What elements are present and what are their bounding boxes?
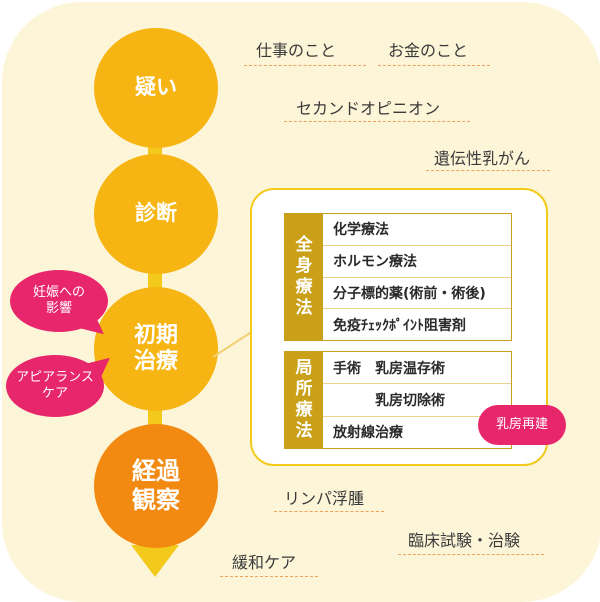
- concern-money-underline: [378, 65, 490, 66]
- concern-hereditary-underline: [426, 170, 550, 171]
- local-therapy-label: 局 所 療 法: [285, 352, 323, 448]
- therapy-chemotherapy: 化学療法: [333, 222, 389, 239]
- concern-second-opinion: セカンドオピニオン: [296, 99, 441, 118]
- therapy-surgery-conserving: 手術 乳房温存術: [333, 360, 445, 377]
- systemic-therapy-label: 全 身 療 法: [285, 214, 323, 340]
- stage-follow-up: 経過 観察: [94, 424, 218, 548]
- bubble-breast-reconstruction: 乳房再建: [478, 405, 566, 445]
- concern-work-underline: [244, 65, 366, 66]
- concern-palliative-underline: [220, 576, 318, 577]
- concern-clinical-trials-underline: [398, 554, 544, 555]
- therapy-radiation: 放射線治療: [323, 415, 511, 448]
- systemic-therapy-group: 全 身 療 法 化学療法 ホルモン療法 分子標的薬(術前・術後) 免疫ﾁｪｯｸﾎ…: [284, 213, 512, 341]
- concern-lymphedema: リンパ浮腫: [284, 489, 365, 508]
- therapy-targeted: 分子標的薬(術前・術後): [323, 276, 511, 309]
- timeline-arrow-icon: [131, 545, 179, 577]
- bubble-pregnancy: 妊娠への 影響: [10, 270, 108, 332]
- concern-second-opinion-underline: [284, 121, 470, 122]
- bubble-appearance-care: アピアランス ケア: [6, 355, 104, 417]
- concern-money: お金のこと: [388, 41, 469, 60]
- stage-diagnosis: 診断: [94, 154, 218, 274]
- concern-hereditary: 遺伝性乳がん: [434, 149, 531, 168]
- therapy-surgery-mastectomy: 乳房切除術: [323, 383, 511, 415]
- therapy-immune-checkpoint: 免疫ﾁｪｯｸﾎﾟｲﾝﾄ阻害剤: [323, 308, 511, 340]
- stage-suspicion: 疑い: [94, 28, 218, 148]
- stage-initial-treatment: 初期 治療: [94, 287, 218, 411]
- local-therapy-group: 局 所 療 法 手術 乳房温存術 乳房切除術 放射線治療: [284, 351, 512, 449]
- concern-lymphedema-underline: [274, 511, 384, 512]
- concern-clinical-trials: 臨床試験・治験: [408, 531, 521, 550]
- therapy-hormone: ホルモン療法: [323, 244, 511, 277]
- concern-palliative: 緩和ケア: [232, 553, 297, 572]
- concern-work: 仕事のこと: [256, 41, 337, 60]
